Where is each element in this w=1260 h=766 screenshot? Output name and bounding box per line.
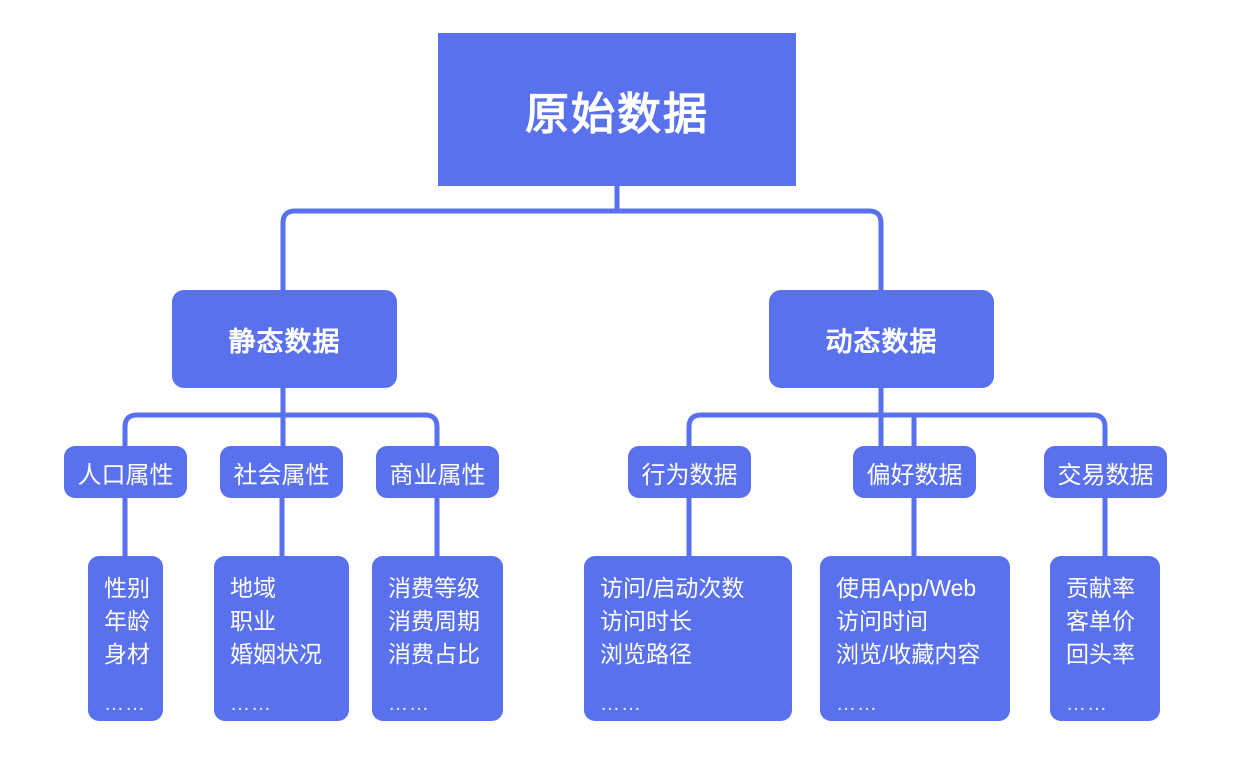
leaf-item: 消费占比	[388, 641, 480, 667]
leaf-transaction-data[interactable]: 贡献率 客单价 回头率 ……	[1050, 556, 1160, 721]
leaf-preference-data[interactable]: 使用App/Web 访问时间 浏览/收藏内容 ……	[820, 556, 1010, 721]
node-transaction-data[interactable]: 交易数据	[1044, 446, 1167, 498]
leaf-item: 职业	[230, 608, 276, 634]
leaf-item: 浏览/收藏内容	[836, 641, 981, 667]
node-demographic-attributes[interactable]: 人口属性	[64, 446, 187, 498]
leaf-social-attributes[interactable]: 地域 职业 婚姻状况 ……	[214, 556, 349, 721]
node-behavior-data[interactable]: 行为数据	[628, 446, 751, 498]
connector-root-to-branches	[280, 208, 884, 293]
node-dynamic-data[interactable]: 动态数据	[769, 290, 994, 388]
leaf-item: 客单价	[1066, 608, 1135, 634]
node-commercial-attributes[interactable]: 商业属性	[376, 446, 499, 498]
leaf-ellipsis: ……	[600, 693, 642, 715]
node-static-data-label: 静态数据	[228, 326, 341, 357]
leaf-item: 地域	[230, 575, 276, 601]
node-transaction-data-label: 交易数据	[1057, 461, 1154, 489]
leaf-commercial-attributes[interactable]: 消费等级 消费周期 消费占比 ……	[372, 556, 503, 721]
leaf-item: 年龄	[104, 608, 150, 634]
connector-static-to-children	[122, 412, 440, 450]
node-behavior-data-label: 行为数据	[641, 461, 738, 489]
node-preference-data[interactable]: 偏好数据	[853, 446, 976, 498]
leaf-item: 婚姻状况	[230, 641, 322, 667]
node-preference-data-label: 偏好数据	[866, 461, 963, 489]
leaf-item: 消费周期	[388, 608, 480, 634]
connector-dynamic-to-children	[686, 412, 1108, 450]
node-root[interactable]: 原始数据	[438, 33, 796, 186]
node-static-data[interactable]: 静态数据	[172, 290, 397, 388]
leaf-item: 性别	[104, 575, 150, 601]
node-commercial-attributes-label: 商业属性	[389, 461, 486, 489]
leaf-demographic-attributes[interactable]: 性别 年龄 身材 ……	[88, 556, 163, 721]
node-dynamic-data-label: 动态数据	[825, 326, 938, 357]
leaf-ellipsis: ……	[388, 693, 430, 715]
leaf-ellipsis: ……	[230, 693, 272, 715]
leaf-item: 访问/启动次数	[600, 575, 745, 601]
leaf-item: 使用App/Web	[836, 575, 977, 601]
leaf-behavior-data[interactable]: 访问/启动次数 访问时长 浏览路径 ……	[584, 556, 792, 721]
leaf-item: 访问时间	[836, 608, 928, 634]
leaf-ellipsis: ……	[104, 693, 146, 715]
leaf-item: 消费等级	[388, 575, 480, 601]
leaf-item: 贡献率	[1066, 575, 1135, 601]
node-social-attributes[interactable]: 社会属性	[220, 446, 343, 498]
leaf-ellipsis: ……	[836, 693, 878, 715]
leaf-item: 回头率	[1066, 641, 1135, 667]
node-demographic-attributes-label: 人口属性	[77, 461, 174, 489]
node-social-attributes-label: 社会属性	[233, 461, 330, 489]
leaf-item: 浏览路径	[600, 641, 692, 667]
node-root-label: 原始数据	[525, 89, 709, 139]
leaf-item: 访问时长	[600, 608, 692, 634]
leaf-item: 身材	[104, 641, 150, 667]
leaf-ellipsis: ……	[1066, 693, 1108, 715]
